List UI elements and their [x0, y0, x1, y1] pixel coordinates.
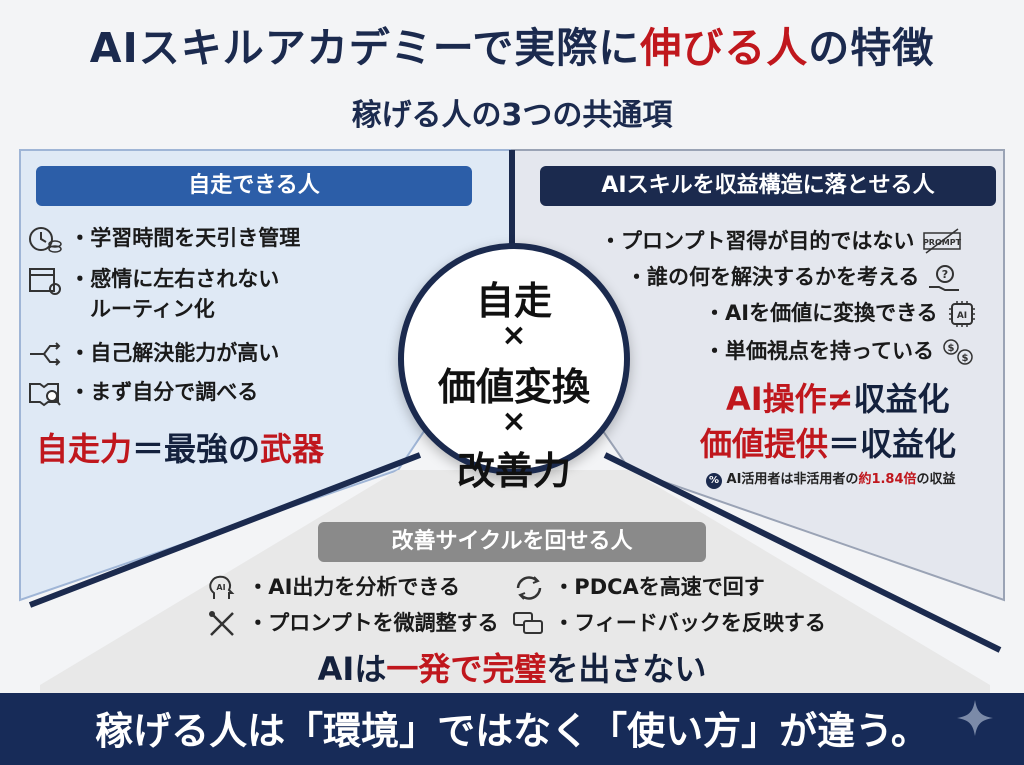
- right-panel-header: AIスキルを収益構造に落とせる人: [540, 166, 996, 206]
- bottom-tagline: AIは一発で完璧を出さない: [317, 650, 707, 688]
- center-times-1: ×: [501, 318, 527, 353]
- page-title: AIスキルアカデミーで実際に伸びる人の特徴: [89, 24, 935, 72]
- cycle-arrows-icon: [516, 576, 542, 600]
- svg-text:?: ?: [941, 268, 947, 281]
- svg-text:$: $: [948, 343, 955, 354]
- divider-left: [28, 452, 422, 608]
- right-item-price: ・単価視点を持っている $$: [704, 337, 975, 367]
- left-panel-header: 自走できる人: [36, 166, 472, 206]
- bottom-item-feedback: ・フィードバックを反映する: [512, 609, 826, 639]
- bottom-item-text: ・PDCAを高速で回す: [553, 575, 765, 599]
- right-item-prompt: ・プロンプト習得が目的ではない PROMPT: [600, 227, 962, 257]
- sparkle-icon: [957, 700, 993, 736]
- right-item-text: ・AIを価値に変換できる: [704, 301, 938, 325]
- right-note: % AI活用者は非活用者の約1.84倍の収益: [706, 468, 956, 489]
- dollar-cycle-icon: $$: [943, 339, 974, 365]
- svg-text:$: $: [962, 353, 969, 364]
- right-item-solve: ・誰の何を解決するかを考える ?: [626, 263, 961, 293]
- right-tagline-2: 価値提供＝収益化: [700, 425, 957, 463]
- footer-text: 稼げる人は「環境」ではなく「使い方」が違う。: [95, 709, 929, 753]
- ai-chip-text: AI: [957, 311, 967, 321]
- clock-coins-icon: [29, 227, 62, 253]
- right-tagline-1: AI操作≠収益化: [726, 380, 950, 418]
- right-item-value: ・AIを価値に変換できる AI: [704, 299, 979, 329]
- bottom-item-tune: ・プロンプトを微調整する: [206, 609, 499, 639]
- ai-head-text: AI: [216, 583, 225, 592]
- left-item-text: ・自己解決能力が高い: [69, 341, 280, 365]
- bottom-panel-header: 改善サイクルを回せる人: [318, 522, 706, 562]
- left-item-emotion: ・感情に左右されない: [28, 265, 279, 295]
- ai-head-icon: AI: [209, 575, 235, 599]
- prompt-crossed-icon: PROMPT: [923, 228, 962, 254]
- page-subtitle: 稼げる人の3つの共通項: [351, 98, 673, 133]
- bottom-item-text: ・プロンプトを微調整する: [247, 611, 499, 635]
- divider-right: [603, 452, 1002, 653]
- right-item-text: ・誰の何を解決するかを考える: [626, 265, 920, 289]
- right-item-text: ・単価視点を持っている: [704, 339, 934, 363]
- bottom-item-text: ・AI出力を分析できる: [247, 575, 460, 599]
- center-line-1: 自走: [475, 279, 552, 323]
- bottom-item-text: ・フィードバックを反映する: [553, 611, 826, 635]
- bottom-item-pdca: ・PDCAを高速で回す: [512, 573, 765, 603]
- branch-arrows-icon: [30, 342, 61, 366]
- chat-bubbles-icon: [513, 612, 543, 634]
- right-item-text: ・プロンプト習得が目的ではない: [600, 229, 915, 253]
- bottom-item-analyze: AI ・AI出力を分析できる: [206, 573, 460, 603]
- left-item-text: ・感情に左右されない: [69, 267, 280, 291]
- book-magnifier-icon: [29, 383, 61, 407]
- left-item-research: ・まず自分で調べる: [28, 378, 258, 408]
- left-item-solve: ・自己解決能力が高い: [28, 339, 279, 369]
- center-line-2: 価値変換: [437, 365, 590, 409]
- left-item-text: ・学習時間を天引き管理: [69, 226, 301, 250]
- hand-question-icon: ?: [928, 265, 959, 291]
- bottom-panel-bg: [40, 470, 990, 693]
- footer-bar: [0, 693, 1024, 765]
- ai-chip-icon: AI: [948, 301, 975, 327]
- percent-icon: %: [706, 473, 722, 489]
- prompt-icon-text: PROMPT: [923, 238, 962, 247]
- tools-icon: [209, 611, 234, 636]
- left-item-routine: ルーティン化: [90, 297, 215, 321]
- left-item-time: ・学習時間を天引き管理: [28, 224, 300, 254]
- center-circle: [398, 243, 630, 475]
- calendar-gear-icon: [29, 268, 61, 295]
- left-item-text: ・まず自分で調べる: [69, 380, 259, 404]
- center-times-2: ×: [501, 404, 527, 439]
- center-line-3: 改善力: [456, 449, 571, 493]
- left-tagline: 自走力＝最強の武器: [36, 430, 325, 468]
